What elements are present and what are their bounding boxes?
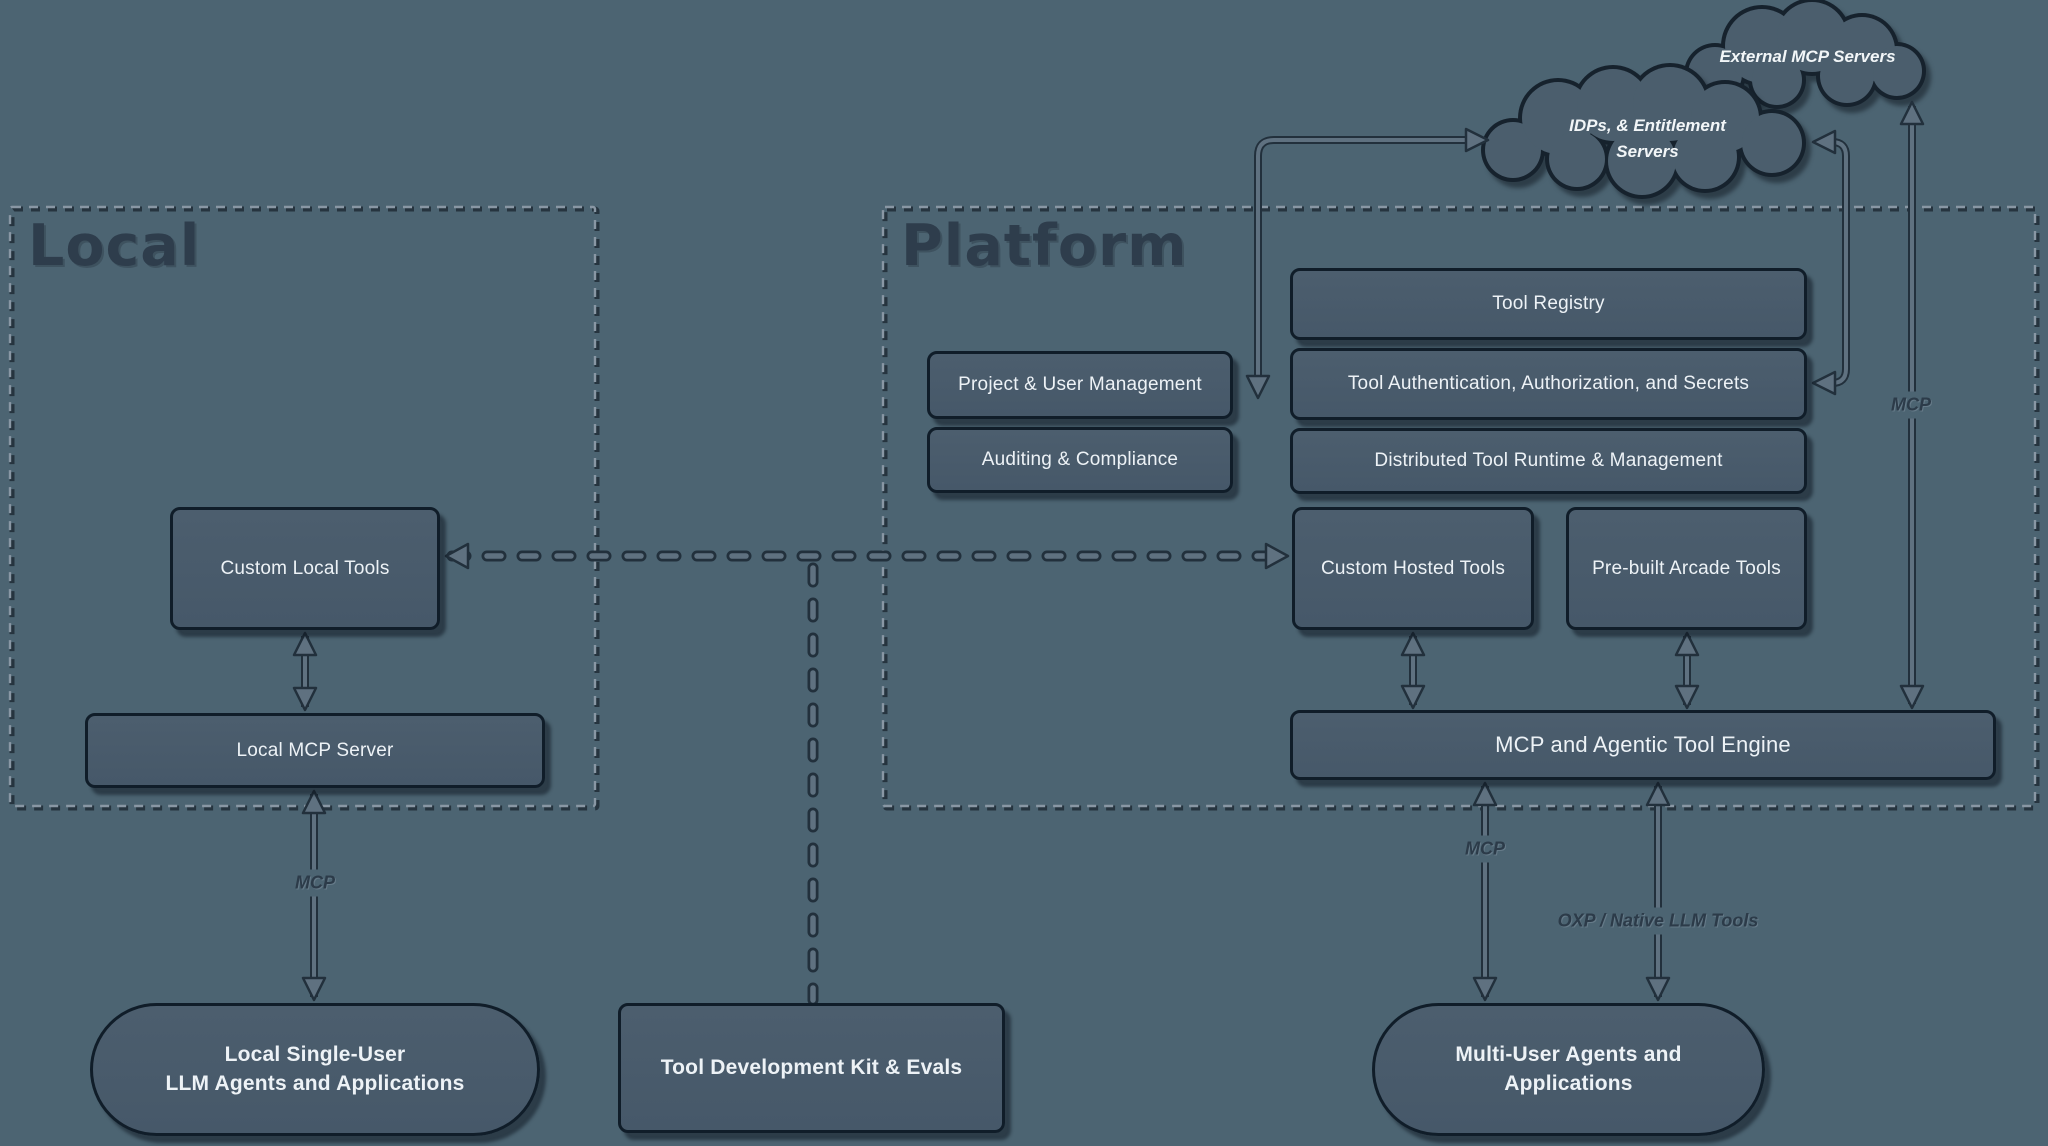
local-hosted-dashed-connector bbox=[444, 542, 1290, 570]
local-agents-line1: Local Single-User bbox=[224, 1043, 406, 1067]
external-mcp-servers-cloud bbox=[1684, 0, 1926, 109]
local-container-border bbox=[8, 205, 600, 811]
prebuilt-arcade-tools-node: Pre-built Arcade Tools bbox=[1566, 507, 1807, 630]
idps-entitlement-cloud bbox=[1481, 63, 1806, 199]
custom-local-tools-node: Custom Local Tools bbox=[170, 507, 440, 630]
mcp-agentic-tool-engine-node: MCP and Agentic Tool Engine bbox=[1290, 710, 1996, 780]
oxp-native-llm-tools-label: OXP / Native LLM Tools bbox=[1550, 907, 1766, 935]
mcp-protocol-label-external: MCP bbox=[1884, 391, 1938, 419]
arrow-toolauth-idps bbox=[1811, 129, 1850, 396]
multi-user-agents-node: Multi-User Agents and Applications bbox=[1372, 1003, 1765, 1136]
idps-entitlement-label: IDPs, & Entitlement Servers bbox=[1510, 113, 1785, 164]
mcp-protocol-label-local: MCP bbox=[288, 869, 342, 897]
multi-user-agents-line1: Multi-User Agents and bbox=[1455, 1043, 1682, 1067]
project-user-management-node: Project & User Management bbox=[927, 351, 1233, 419]
local-agents-node: Local Single-User LLM Agents and Applica… bbox=[90, 1003, 540, 1136]
custom-hosted-tools-node: Custom Hosted Tools bbox=[1292, 507, 1534, 630]
external-mcp-servers-label: External MCP Servers bbox=[1719, 47, 1896, 66]
arrow-hosted-engine bbox=[1400, 631, 1426, 710]
idps-label-line2: Servers bbox=[1616, 141, 1679, 161]
arrow-prebuilt-engine bbox=[1674, 631, 1700, 710]
multi-user-agents-line2: Applications bbox=[1504, 1071, 1633, 1095]
tool-development-kit-node: Tool Development Kit & Evals bbox=[618, 1003, 1005, 1133]
distributed-runtime-node: Distributed Tool Runtime & Management bbox=[1290, 428, 1807, 494]
tool-registry-node: Tool Registry bbox=[1290, 268, 1807, 340]
platform-container-border bbox=[881, 205, 2040, 811]
idps-label-line1: IDPs, & Entitlement bbox=[1569, 116, 1726, 135]
local-section-title: Local bbox=[28, 213, 201, 279]
platform-section-title: Platform bbox=[901, 213, 1188, 279]
arrow-localtools-mcpserver bbox=[292, 631, 318, 712]
local-mcp-server-node: Local MCP Server bbox=[85, 713, 545, 788]
arrow-engine-agents-oxp bbox=[1645, 781, 1671, 1002]
tool-authentication-node: Tool Authentication, Authorization, and … bbox=[1290, 348, 1807, 420]
arrow-project-idps bbox=[1245, 127, 1490, 400]
mcp-protocol-label-engine: MCP bbox=[1458, 835, 1512, 863]
arrow-engine-agents-mcp bbox=[1472, 781, 1498, 1002]
auditing-compliance-node: Auditing & Compliance bbox=[927, 427, 1233, 493]
local-agents-line2: LLM Agents and Applications bbox=[165, 1071, 465, 1095]
